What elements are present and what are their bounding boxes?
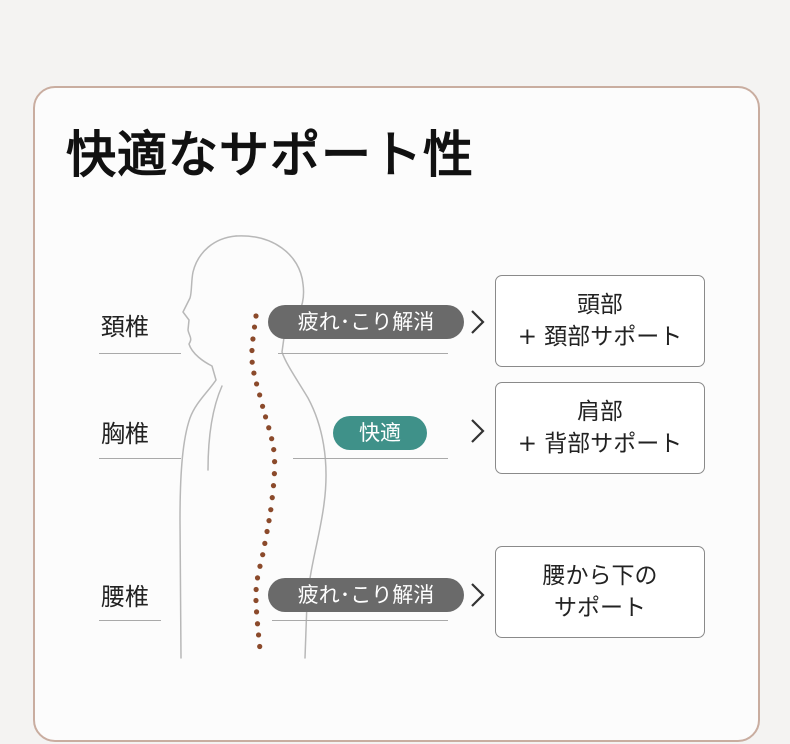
- divider-left-thoracic: [99, 458, 181, 459]
- spine-dot: [264, 528, 270, 535]
- support-line2: + 頚部サポート: [517, 324, 683, 350]
- support-line1: 頭部: [577, 292, 623, 318]
- support-line1: 腰から下の: [542, 563, 658, 589]
- spine-dot: [266, 518, 272, 524]
- spine-dot: [249, 359, 255, 365]
- chevron-right-icon: [471, 310, 485, 334]
- spine-dot: [269, 495, 275, 501]
- effect-badge-lumbar: 疲れ･こり解消: [268, 578, 464, 612]
- spine-dot: [271, 446, 277, 453]
- support-line1: 肩部: [577, 399, 623, 425]
- page-title: 快適なサポート性: [66, 126, 474, 184]
- chevron-right-icon: [471, 583, 485, 607]
- effect-badge-thoracic: 快適: [333, 416, 427, 450]
- divider-right-cervical: [278, 353, 448, 354]
- spine-dot: [253, 313, 259, 319]
- support-line2: + 背部サポート: [517, 431, 683, 457]
- spine-dot: [271, 459, 278, 465]
- spine-dot: [251, 324, 258, 330]
- spine-dot: [271, 471, 277, 477]
- spine-dot: [255, 632, 262, 638]
- vertebra-label-lumbar: 腰椎: [101, 583, 149, 611]
- spine-dot: [254, 575, 261, 581]
- spine-dot: [269, 436, 275, 442]
- spine-dot: [257, 392, 263, 398]
- spine-dot: [251, 370, 257, 376]
- spine-dot: [249, 347, 255, 354]
- spine-dot: [266, 425, 272, 431]
- spine-dot: [260, 552, 266, 558]
- spine-dot: [257, 563, 263, 569]
- support-box-cervical: 頭部 + 頚部サポート: [495, 275, 705, 367]
- effect-badge-cervical: 疲れ･こり解消: [268, 305, 464, 339]
- spine-dots: [249, 313, 278, 650]
- vertebra-label-cervical: 頚椎: [101, 313, 149, 341]
- spine-dot: [254, 621, 261, 627]
- spine-dot: [253, 609, 260, 615]
- spine-dot: [262, 540, 268, 546]
- divider-right-lumbar: [272, 620, 448, 621]
- spine-dot: [257, 643, 263, 650]
- spine-dot: [262, 414, 269, 420]
- spine-dot: [259, 403, 266, 409]
- vertebra-label-thoracic: 胸椎: [101, 420, 149, 448]
- support-box-lumbar: 腰から下の サポート: [495, 546, 705, 638]
- spine-dot: [270, 483, 277, 489]
- spine-dot: [253, 597, 259, 604]
- support-box-thoracic: 肩部 + 背部サポート: [495, 382, 705, 474]
- spine-dot: [268, 507, 274, 513]
- spine-dot: [253, 381, 260, 387]
- support-line2: サポート: [554, 595, 646, 621]
- spine-dot: [250, 336, 256, 342]
- spine-dot: [253, 586, 259, 593]
- divider-right-thoracic: [293, 458, 448, 459]
- divider-left-cervical: [99, 353, 181, 354]
- chevron-right-icon: [471, 419, 485, 443]
- divider-left-lumbar: [99, 620, 161, 621]
